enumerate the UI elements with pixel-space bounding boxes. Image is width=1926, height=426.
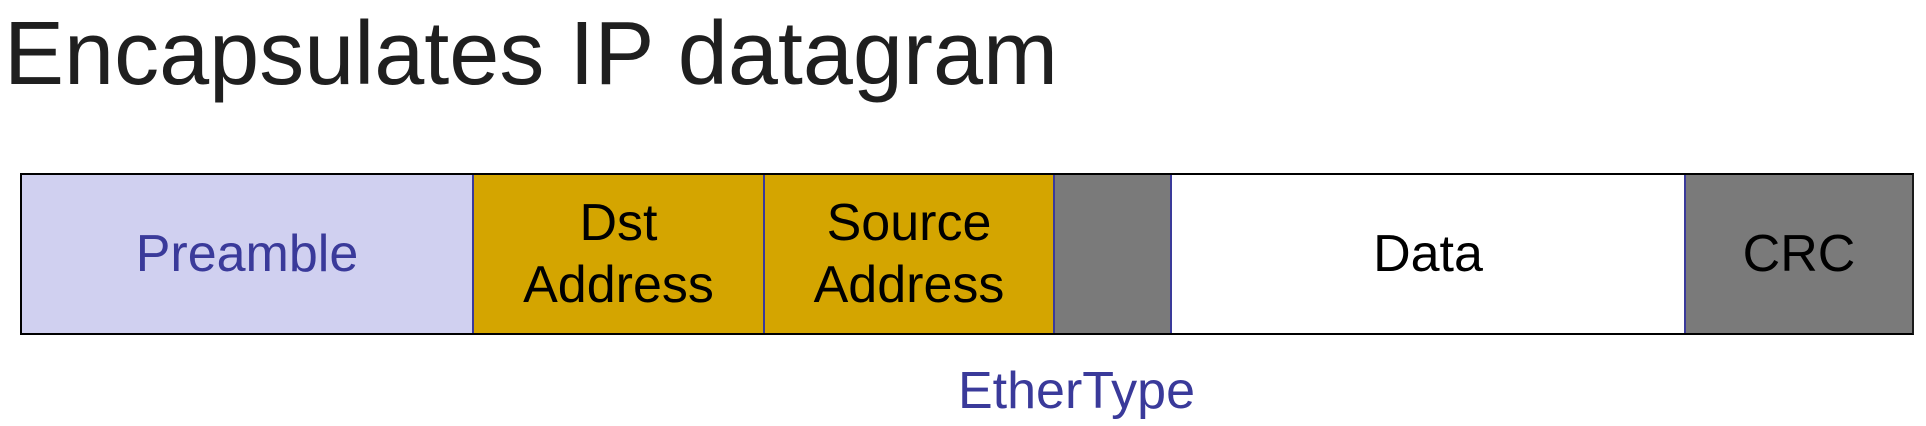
data-label: Data bbox=[1373, 225, 1483, 283]
crc-field: CRC bbox=[1686, 175, 1912, 333]
diagram-title: Encapsulates IP datagram bbox=[4, 4, 1058, 104]
crc-label: CRC bbox=[1742, 225, 1856, 283]
ethertype-field bbox=[1055, 175, 1172, 333]
source-address-label: Source Address bbox=[813, 194, 1005, 314]
dst-address-label: Dst Address bbox=[523, 194, 714, 314]
ethernet-frame: Preamble Dst Address Source Address Data… bbox=[20, 173, 1914, 335]
ethertype-annotation: EtherType bbox=[958, 362, 1196, 420]
preamble-field: Preamble bbox=[22, 175, 474, 333]
data-field: Data bbox=[1172, 175, 1686, 333]
dst-address-field: Dst Address bbox=[474, 175, 765, 333]
preamble-label: Preamble bbox=[135, 225, 359, 283]
source-address-field: Source Address bbox=[765, 175, 1055, 333]
